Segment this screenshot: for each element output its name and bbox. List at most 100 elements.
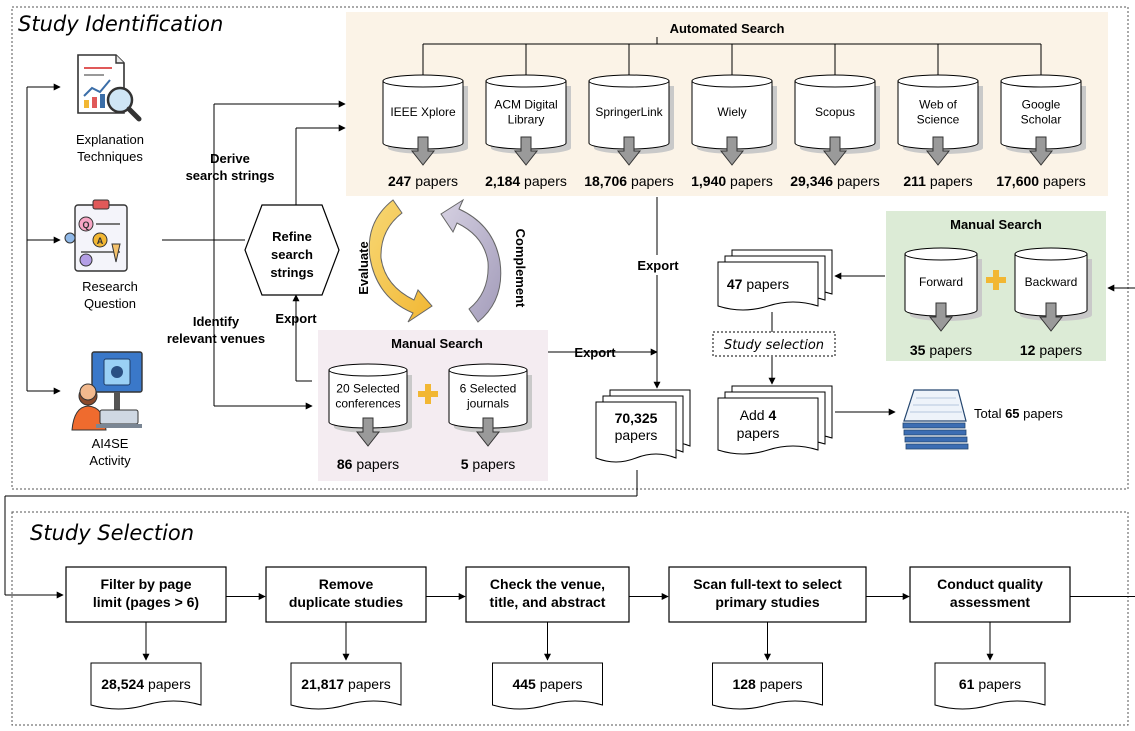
selection-step-label-0: Filter by page [100,576,191,592]
research-question-label-2: Question [84,296,136,311]
svg-text:Q: Q [82,220,89,230]
selection-result-doc-2 [492,662,603,710]
database-5-label: Science [917,113,960,127]
merged-papers-doc [595,389,691,463]
added-papers-label: Add 4 [740,407,777,423]
selection-result-count-0: 28,524 papers [101,676,191,692]
manual-snowball-title: Manual Search [950,217,1042,232]
selection-result-count-3: 128 papers [732,676,802,692]
identification-frame [11,6,1129,490]
selection-result-doc-4 [934,662,1046,710]
database-count-0: 247 papers [388,173,458,189]
selection-result-doc-3 [712,662,823,710]
database-0: IEEE Xplore [382,74,468,154]
refine-label-1: Refine [272,229,312,244]
database-count-3: 1,940 papers [691,173,773,189]
research-question-icon: Q A [64,199,128,272]
explanation-techniques-icon [77,54,142,122]
selection-step-label-0: limit (pages > 6) [93,594,199,610]
refine-label-3: strings [270,265,313,280]
plus-icon [986,270,1006,290]
export-manual-label: Export [574,345,616,360]
database-count-2: 18,706 papers [584,173,674,189]
snowball-arrow-0 [928,302,954,332]
snowball-papers-label: 47 papers [727,276,789,292]
plus-icon [418,384,438,404]
database-1-label: ACM Digital [494,98,557,112]
final-papers-stack-icon [902,389,969,450]
export-refine-label: Export [275,311,317,326]
ai4se-activity-icon [71,351,143,431]
venue-count-1: 5 papers [461,456,516,472]
venue-0-label: 20 Selected [336,382,399,396]
derive-label-2: search strings [186,168,275,183]
database-arrow-5 [925,136,951,166]
selection-step-label-2: Check the venue, [490,576,605,592]
database-arrow-4 [822,136,848,166]
snowball-arrow-1 [1038,302,1064,332]
selection-result-doc-1 [290,662,402,710]
database-count-1: 2,184 papers [485,173,567,189]
database-arrow-6 [1028,136,1054,166]
research-question-label-1: Research [82,279,138,294]
database-count-4: 29,346 papers [790,173,880,189]
venue-count-0: 86 papers [337,456,399,472]
refine-search-strings-node [244,204,340,296]
explanation-techniques-label-1: Explanation [76,132,144,147]
selection-step-label-4: assessment [950,594,1031,610]
selection-result-count-2: 445 papers [512,676,582,692]
complement-arrow [440,198,502,323]
merged-papers-label: 70,325 [615,410,658,426]
database-arrow-3 [719,136,745,166]
database-arrow-2 [616,136,642,166]
study-identification-title: Study Identification [18,12,223,36]
snowball-0-label: Forward [919,275,963,289]
database-3-label: Wiely [717,105,746,119]
identify-label-1: Identify [193,314,240,329]
evaluate-arrow [368,199,433,323]
manual-venues-title: Manual Search [391,336,483,351]
selection-result-count-4: 61 papers [959,676,1021,692]
database-1-label: Library [508,113,545,127]
selection-step-label-3: primary studies [715,594,819,610]
venue-1-label: journals [466,397,509,411]
evaluate-label: Evaluate [356,241,371,294]
identify-label-2: relevant venues [167,331,265,346]
explanation-techniques-label-2: Techniques [77,149,143,164]
selection-step-label-2: title, and abstract [490,594,606,610]
total-papers-label: Total 65 papers [974,406,1063,421]
complement-label: Complement [513,229,528,308]
ai4se-activity-label-1: AI4SE [92,436,129,451]
refine-label-2: search [271,247,313,262]
selection-step-label-1: Remove [319,576,374,592]
svg-text:A: A [97,236,104,246]
snowball-count-1: 12 papers [1020,342,1082,358]
selection-result-count-1: 21,817 papers [301,676,391,692]
selection-step-label-4: Conduct quality [937,576,1043,592]
study-selection-title: Study Selection [30,521,194,545]
derive-label-1: Derive [210,151,250,166]
snowball-count-0: 35 papers [910,342,972,358]
database-count-6: 17,600 papers [996,173,1086,189]
snowball-papers-doc [717,249,833,311]
study-selection-box [712,331,836,357]
automated-search-title: Automated Search [670,21,785,36]
study-selection-label: Study selection [724,338,824,353]
snowball-1-label: Backward [1025,275,1078,289]
merged-papers-label-unit: papers [615,427,658,443]
selection-step-1 [265,566,427,623]
database-5-label: Web of [919,98,957,112]
database-6-label: Scholar [1021,113,1062,127]
database-arrow-0 [410,136,436,166]
selection-step-2 [465,566,630,623]
database-2: SpringerLink [588,74,674,154]
database-6-label: Google [1022,98,1061,112]
database-2-label: SpringerLink [595,105,663,119]
venue-arrow-0 [355,417,381,447]
venue-1-label: 6 Selected [460,382,517,396]
database-0-label: IEEE Xplore [390,105,456,119]
